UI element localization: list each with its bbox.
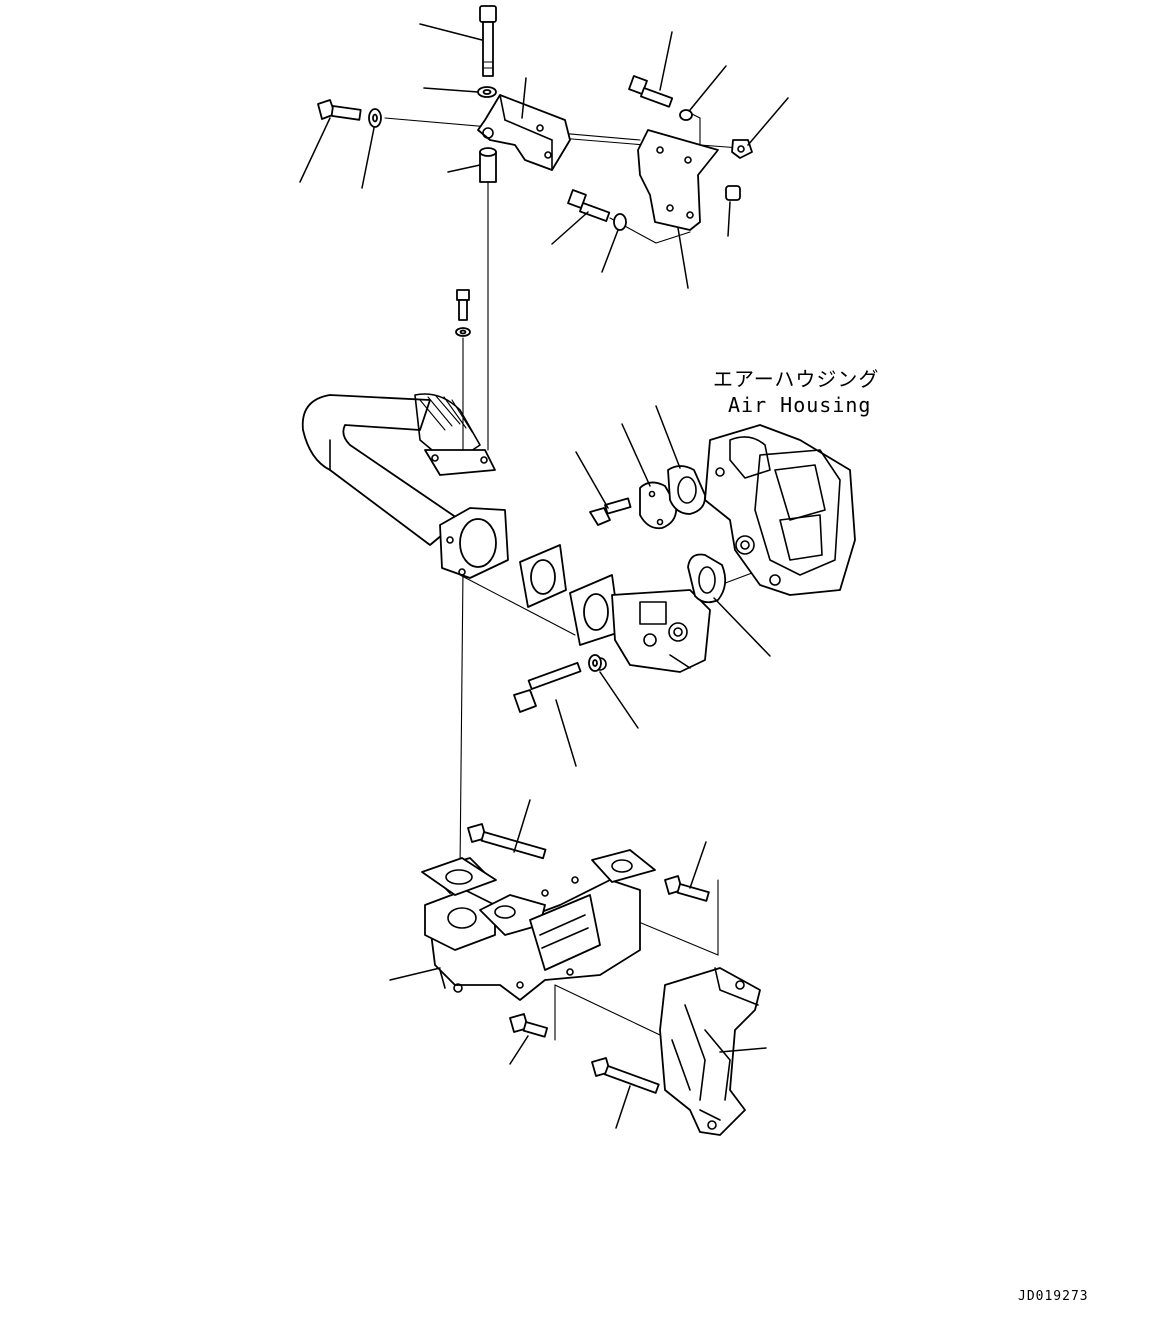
long-bolt-mid — [513, 654, 602, 713]
lower-square-gasket — [421, 857, 497, 896]
lower-support-bracket — [659, 967, 761, 1136]
air-housing — [704, 424, 856, 596]
egr-valve — [569, 574, 711, 673]
left-side-bolt — [317, 99, 382, 128]
top-bolt-group — [477, 5, 497, 183]
egr-cooler — [424, 849, 656, 1001]
leader-lines — [299, 23, 789, 1129]
air-housing-label-english: Air Housing — [728, 393, 872, 417]
upper-right-bracket — [567, 75, 753, 231]
egr-pipe — [301, 393, 509, 579]
drawing-id: JD019273 — [1018, 1289, 1089, 1304]
air-housing-label-japanese: エアーハウジング — [713, 367, 880, 391]
small-bolt-upper — [455, 289, 471, 337]
upper-left-bracket — [477, 94, 571, 171]
oval-gasket — [687, 553, 727, 604]
cover-plate-group — [589, 465, 706, 530]
lower-bolts — [467, 823, 710, 1094]
square-gasket — [519, 544, 567, 608]
